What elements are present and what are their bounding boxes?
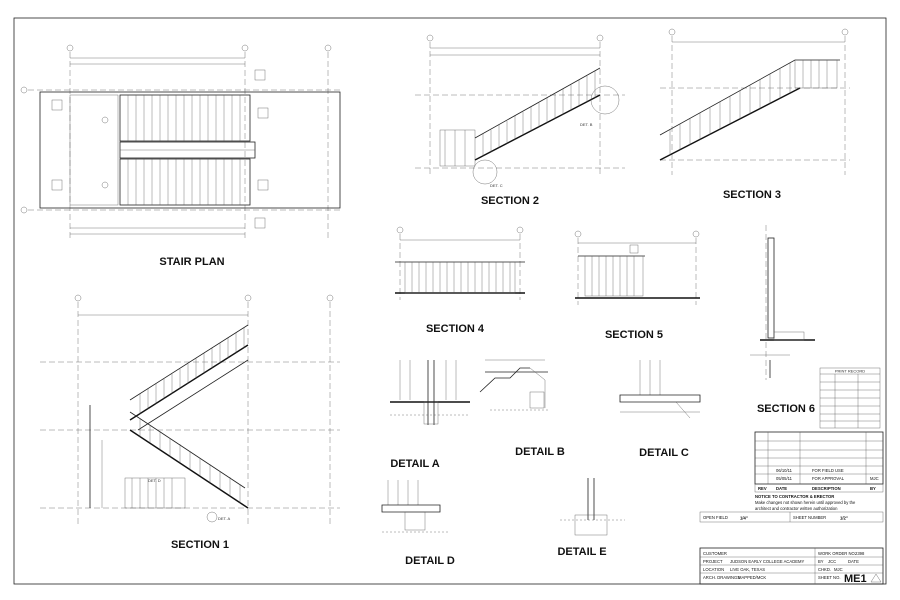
rev-row-1-date: 06/10/11 <box>776 468 793 473</box>
project-value: JUDSON EARLY COLLEGE ACADEMY <box>730 559 805 564</box>
title-block: CUSTOMER PROJECT JUDSON EARLY COLLEGE AC… <box>699 547 884 585</box>
rev-header-rev: REV <box>758 486 767 491</box>
detail-c-view <box>619 360 701 419</box>
notice-line-1: Make changes not shown herein until appr… <box>755 500 856 505</box>
rev-header-desc: DESCRIPTION <box>812 486 841 491</box>
date-label: DATE <box>848 559 859 564</box>
det-d-callout: DET. D <box>148 478 161 483</box>
location-value: LIVE OAK, TEXAS <box>730 567 765 572</box>
section-6-title: SECTION 6 <box>757 403 815 415</box>
work-order-label: WORK ORDER NO. <box>818 551 856 556</box>
section-4-view <box>395 226 525 300</box>
notice-line-2: architect and contractor written authori… <box>755 506 838 511</box>
rev-row-2-desc: FOR APPROVAL <box>812 476 845 481</box>
rev-header-by: BY <box>870 486 876 491</box>
scale-label-1: OPEN FIELD <box>703 515 728 520</box>
detail-b-view <box>479 359 550 411</box>
scale-label-2: SHEET NUMBER <box>793 515 826 520</box>
detail-e-view <box>560 478 625 536</box>
section-3-title: SECTION 3 <box>723 189 781 201</box>
by-value: JCC <box>828 559 836 564</box>
sheet-no-value: ME1 <box>844 573 867 585</box>
chkd-value: MJC <box>834 567 843 572</box>
scale-value-2: 1/2" <box>840 516 848 521</box>
work-order-value: 2398 <box>855 551 865 556</box>
section-3-view <box>659 28 850 175</box>
sheet-border <box>13 17 887 585</box>
rev-row-2-by: MJC <box>870 476 879 481</box>
arch-drawings-value: MAPPED/MCK <box>738 575 766 580</box>
scale-strip: OPEN FIELD 1/4" SHEET NUMBER 1/2" <box>699 511 884 523</box>
print-record-title: PRINT RECORD <box>835 369 865 374</box>
rev-header-date: DATE <box>776 486 787 491</box>
location-label: LOCATION <box>703 567 724 572</box>
section-6-view <box>750 225 815 380</box>
rev-row-1-desc: FOR FIELD USE <box>812 468 844 473</box>
by-label: BY <box>818 559 824 564</box>
chkd-label: CHKD. <box>818 567 831 572</box>
det-c-callout: DET. C <box>490 183 503 188</box>
section-2-title: SECTION 2 <box>481 195 539 207</box>
section-5-title: SECTION 5 <box>605 329 663 341</box>
rev-row-2-date: 05/05/11 <box>776 476 793 481</box>
customer-label: CUSTOMER <box>703 551 727 556</box>
print-record-table: PRINT RECORD <box>819 367 881 429</box>
detail-d-view <box>381 480 450 533</box>
revision-block: 06/10/11 FOR FIELD USE 05/05/11 FOR APPR… <box>754 431 884 493</box>
detail-e-title: DETAIL E <box>557 546 606 558</box>
section-5-view <box>574 230 700 305</box>
revision-triangle-icon <box>870 573 882 583</box>
notice-block: NOTICE TO CONTRACTOR & ERECTOR Make chan… <box>755 494 856 511</box>
scale-value-1: 1/4" <box>740 516 748 521</box>
section-1-title: SECTION 1 <box>171 539 229 551</box>
det-a-callout: DET. A <box>218 516 231 521</box>
detail-d-title: DETAIL D <box>405 555 455 567</box>
sheet-no-label: SHEET NO. <box>818 575 841 580</box>
detail-a-title: DETAIL A <box>390 458 439 470</box>
detail-a-view <box>390 360 470 425</box>
arch-drawings-label: ARCH. DRAWINGS <box>703 575 740 580</box>
notice-title: NOTICE TO CONTRACTOR & ERECTOR <box>755 494 834 499</box>
detail-c-title: DETAIL C <box>639 447 689 459</box>
stair-plan-title: STAIR PLAN <box>159 256 224 268</box>
section-1-view: DET. A DET. D <box>40 294 340 525</box>
project-label: PROJECT <box>703 559 723 564</box>
section-2-view: DET. B DET. C <box>415 34 625 188</box>
stair-plan-view <box>20 44 341 238</box>
det-b-callout: DET. B <box>580 122 593 127</box>
detail-b-title: DETAIL B <box>515 446 565 458</box>
section-4-title: SECTION 4 <box>426 323 485 335</box>
